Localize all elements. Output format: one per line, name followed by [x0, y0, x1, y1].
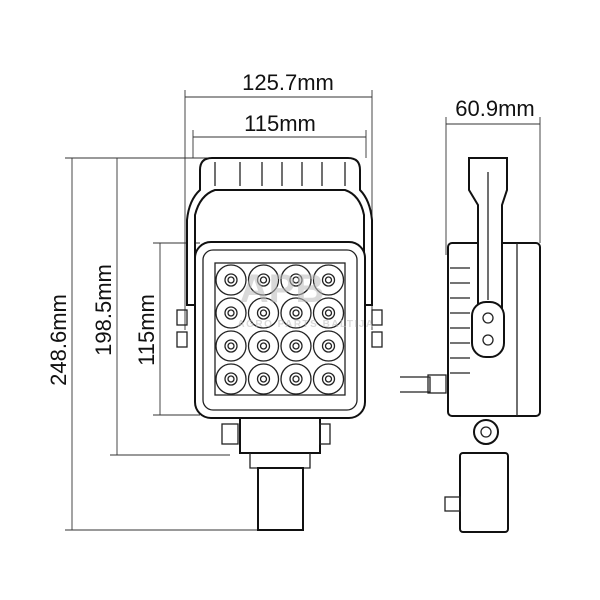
led-lens [289, 372, 303, 386]
mount-base [239, 417, 321, 454]
led-chip [324, 375, 333, 383]
dimension-lines [65, 90, 541, 531]
led-lens [256, 339, 271, 353]
dim-bracket-height: 198.5mm [91, 264, 116, 356]
dim-housing-height: 115mm [134, 294, 159, 366]
led-grid [215, 264, 345, 395]
led-chip [324, 309, 333, 317]
mount-nut-left [221, 423, 239, 445]
lens [214, 262, 346, 396]
led [247, 297, 280, 329]
watermark-logo: APB [240, 267, 324, 311]
dim-depth: 60.9mm [455, 96, 534, 121]
side-bolt-right [371, 331, 383, 348]
bolt [482, 312, 494, 324]
post-screw [444, 496, 461, 512]
led-lens [256, 273, 271, 287]
led [215, 264, 247, 296]
pivot-bolt [480, 426, 492, 438]
side-bolt-left [176, 309, 188, 326]
mount-post [257, 467, 304, 531]
lens-frame [202, 249, 358, 411]
led [280, 363, 312, 395]
led [215, 297, 247, 329]
led [247, 264, 280, 296]
led [215, 363, 247, 395]
led-lens [256, 306, 271, 320]
led [215, 330, 247, 362]
led-lens [321, 339, 336, 353]
heatsink-fins [450, 243, 518, 416]
led [280, 264, 312, 296]
led-chip [292, 342, 300, 350]
led-lens [289, 273, 303, 287]
led [280, 330, 312, 362]
led-chip [259, 342, 268, 350]
led-chip [227, 342, 235, 350]
dim-housing-width: 115mm [244, 111, 316, 136]
side-post [459, 452, 509, 533]
bracket-plate [471, 301, 505, 358]
led [280, 297, 312, 329]
pivot [473, 419, 499, 445]
led-chip [259, 309, 268, 317]
led-lens [289, 306, 303, 320]
led-chip [227, 309, 235, 317]
led-lens [224, 339, 238, 353]
led [247, 363, 280, 395]
led-chip [227, 375, 235, 383]
led-lens [224, 273, 238, 287]
led-chip [324, 276, 333, 284]
led-chip [259, 276, 268, 284]
led-chip [292, 309, 300, 317]
led [312, 330, 345, 362]
led-chip [227, 276, 235, 284]
led-chip [292, 375, 300, 383]
led-chip [324, 342, 333, 350]
bracket-ribs [214, 162, 346, 186]
cable [400, 376, 431, 393]
side-bolt-left [176, 331, 188, 348]
led-lens [289, 339, 303, 353]
bolt [482, 334, 494, 346]
mount-nut-right [319, 423, 331, 445]
side-view [400, 157, 541, 533]
watermark-text: AGRO PARTS BALTIJA [237, 319, 374, 330]
front-view: APB AGRO PARTS BALTIJA [176, 157, 383, 531]
cable-gland [427, 374, 447, 394]
led-lens [321, 306, 336, 320]
dim-overall-height: 248.6mm [46, 294, 71, 386]
led [312, 264, 345, 296]
led-lens [321, 273, 336, 287]
led [247, 330, 280, 362]
led-lens [256, 372, 271, 386]
led-chip [292, 276, 300, 284]
led-lens [224, 372, 238, 386]
led-lens [224, 306, 238, 320]
led-lens [321, 372, 336, 386]
led [312, 363, 345, 395]
led-chip [259, 375, 268, 383]
mount-neck [249, 453, 311, 469]
dim-overall-width: 125.7mm [242, 70, 334, 95]
led [312, 297, 345, 329]
side-bolt-right [371, 309, 383, 326]
